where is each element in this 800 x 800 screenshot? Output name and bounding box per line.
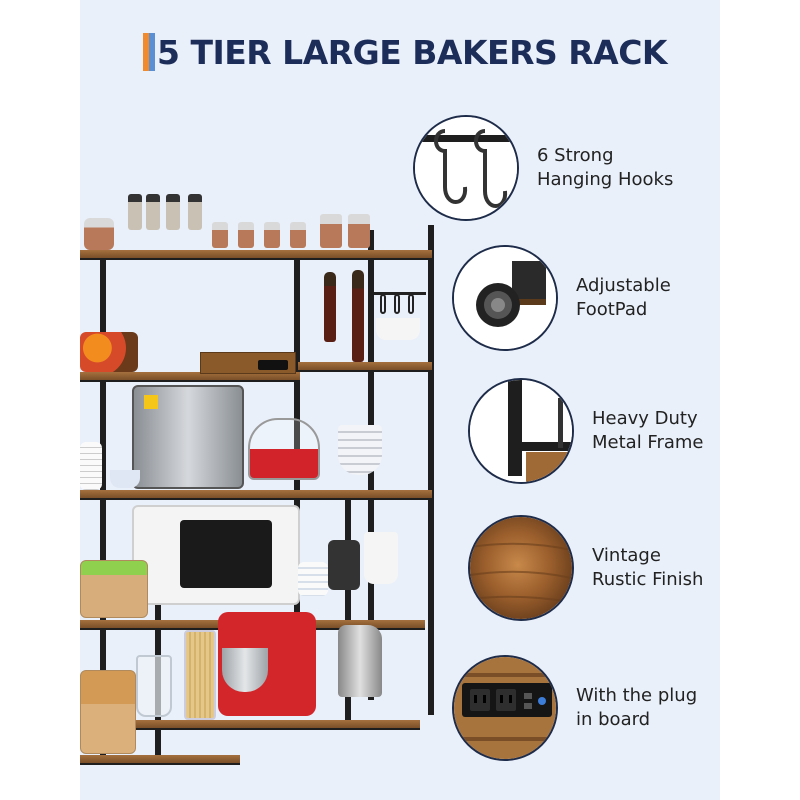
bread-crate bbox=[80, 670, 136, 754]
shelf-tier-2-left bbox=[80, 372, 300, 382]
s-hooks-icon bbox=[415, 117, 517, 219]
shelf-tier-2-right bbox=[298, 362, 432, 372]
feature-plug-board: With the plug in board bbox=[452, 655, 697, 761]
title-accent-bar bbox=[143, 33, 155, 71]
espresso-label bbox=[144, 395, 158, 409]
feature-label: 6 Strong Hanging Hooks bbox=[537, 145, 674, 190]
power-outlet-icon bbox=[454, 657, 556, 759]
feature-frame: Heavy Duty Metal Frame bbox=[468, 378, 704, 484]
feature-image bbox=[413, 115, 519, 221]
electric-kettle bbox=[338, 625, 382, 697]
feature-label: With the plug in board bbox=[576, 685, 698, 730]
shelf-tier-5 bbox=[80, 720, 420, 730]
feature-label: Adjustable FootPad bbox=[576, 275, 671, 320]
bowl-stack bbox=[338, 425, 382, 475]
wood-grain-icon bbox=[470, 517, 572, 619]
white-cups bbox=[364, 532, 398, 584]
rack-post-right bbox=[428, 225, 434, 715]
spice-jar bbox=[238, 222, 254, 248]
spice-jar bbox=[264, 222, 280, 248]
fruit-basket bbox=[80, 332, 138, 372]
glass-pitcher bbox=[136, 655, 172, 717]
rack-post-lower-right bbox=[345, 490, 351, 730]
tea-cup bbox=[110, 470, 140, 488]
wine-bottle bbox=[352, 270, 364, 362]
feature-label: Heavy Duty Metal Frame bbox=[592, 408, 704, 453]
hanging-hook bbox=[408, 294, 414, 314]
rack-post-lower-left bbox=[155, 505, 161, 765]
hanging-mugs bbox=[376, 318, 420, 340]
hook-rail bbox=[374, 292, 426, 295]
shelf-bottom bbox=[80, 755, 240, 765]
shelf-tier-1 bbox=[80, 250, 432, 260]
wooden-crate-fruit bbox=[80, 560, 148, 618]
popcorn-maker bbox=[248, 418, 320, 480]
spice-jar bbox=[212, 222, 228, 248]
feature-image bbox=[468, 378, 574, 484]
title-bar: 5 TIER LARGE BAKERS RACK bbox=[143, 32, 668, 72]
hanging-hook bbox=[380, 294, 386, 314]
spice-grinder bbox=[128, 194, 142, 230]
feature-footpad: Adjustable FootPad bbox=[452, 245, 671, 351]
glass-jar bbox=[84, 218, 114, 250]
wine-bottle bbox=[324, 272, 336, 342]
spice-grinder bbox=[166, 194, 180, 230]
feature-image bbox=[452, 655, 558, 761]
metal-frame-icon bbox=[470, 380, 572, 482]
feature-image bbox=[452, 245, 558, 351]
glass-jar bbox=[348, 214, 370, 248]
hanging-hook bbox=[394, 294, 400, 314]
spice-grinder bbox=[146, 194, 160, 230]
glass-jar bbox=[320, 214, 342, 248]
shelf-tier-3 bbox=[80, 490, 432, 500]
feature-label: Vintage Rustic Finish bbox=[592, 545, 704, 590]
plug-board-outlets bbox=[258, 360, 288, 370]
spice-grinder bbox=[188, 194, 202, 230]
mixer-bowl bbox=[222, 648, 268, 692]
plate-stack bbox=[80, 442, 102, 490]
spice-jar bbox=[290, 222, 306, 248]
utensil-holder bbox=[328, 540, 360, 590]
feature-hooks: 6 Strong Hanging Hooks bbox=[413, 115, 673, 221]
microwave-window bbox=[180, 520, 272, 588]
bakers-rack-illustration bbox=[80, 194, 440, 770]
pasta-jar bbox=[184, 630, 216, 720]
feature-image bbox=[468, 515, 574, 621]
feature-finish: Vintage Rustic Finish bbox=[468, 515, 703, 621]
page-title: 5 TIER LARGE BAKERS RACK bbox=[157, 32, 668, 72]
small-bowls bbox=[298, 562, 328, 596]
adjustable-footpad-icon bbox=[454, 247, 556, 349]
